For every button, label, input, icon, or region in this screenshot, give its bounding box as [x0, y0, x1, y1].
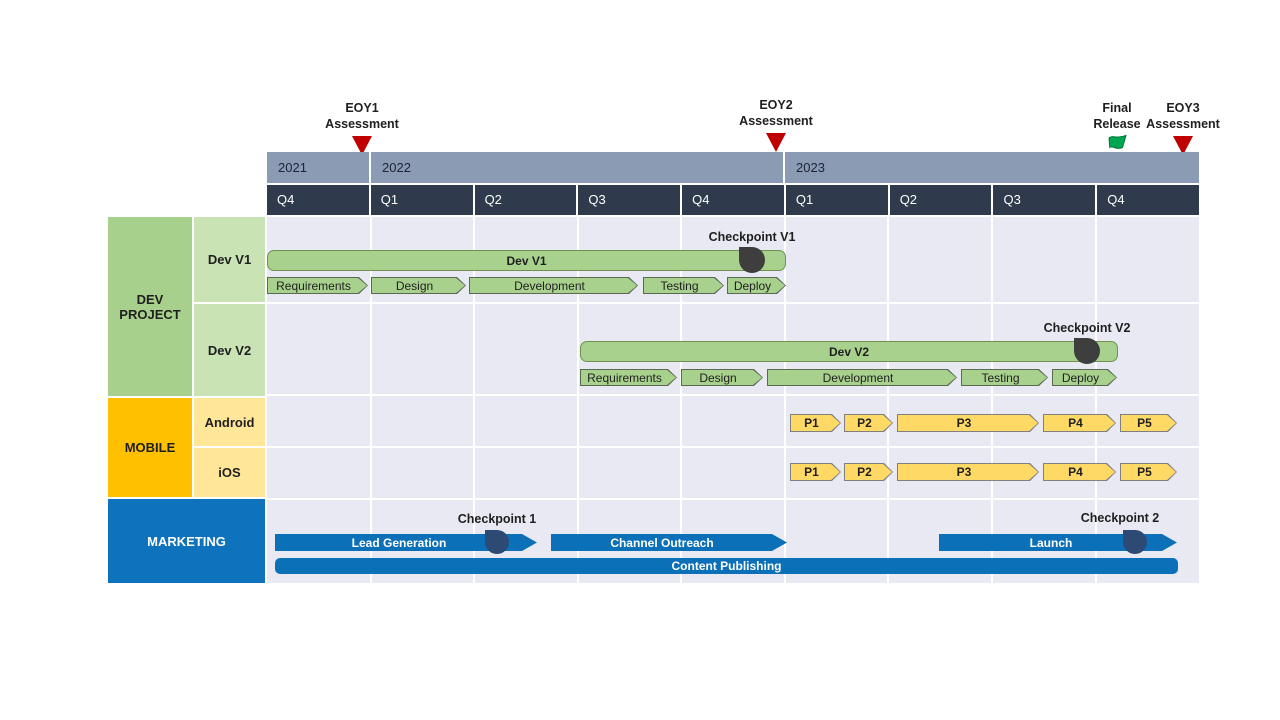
milestone-triangle-icon — [1173, 136, 1193, 155]
ios-phase-p5[interactable]: P5 — [1120, 463, 1177, 481]
gridline — [267, 394, 1199, 396]
gridline — [267, 498, 1199, 500]
android-phase-p1[interactable]: P1 — [790, 414, 841, 432]
gridline — [267, 302, 1199, 304]
swimlane-row-android: Android — [194, 398, 265, 446]
milestone-eoy3[interactable]: EOY3 Assessment — [1108, 100, 1258, 155]
swimlane-row-ios: iOS — [194, 448, 265, 497]
task-deploy[interactable]: Deploy — [1052, 369, 1117, 386]
swimlane-row-dev-v1: Dev V1 — [194, 217, 265, 302]
ios-phase-p2[interactable]: P2 — [844, 463, 893, 481]
quarter-cell: Q4 — [682, 185, 786, 215]
milestone-eoy2[interactable]: EOY2 Assessment — [701, 97, 851, 152]
swimlane-marketing: MARKETING — [108, 499, 265, 583]
gridline — [680, 217, 682, 583]
checkpoint-2-marker[interactable] — [1123, 530, 1147, 554]
quarter-cell: Q3 — [578, 185, 683, 215]
quarter-cell: Q2 — [889, 185, 994, 215]
year-band: 2021 2022 2023 — [267, 152, 1199, 183]
checkpoint-v2-label: Checkpoint V2 — [1043, 321, 1131, 335]
year-2023: 2023 — [785, 152, 1199, 183]
quarter-cell: Q3 — [993, 185, 1098, 215]
milestone-triangle-icon — [766, 133, 786, 152]
checkpoint-1-label: Checkpoint 1 — [457, 512, 537, 526]
android-phase-p5[interactable]: P5 — [1120, 414, 1177, 432]
milestone-eoy3-label: EOY3 Assessment — [1146, 101, 1220, 131]
ios-phase-p1[interactable]: P1 — [790, 463, 841, 481]
android-phase-p3[interactable]: P3 — [897, 414, 1039, 432]
gridline — [887, 217, 889, 583]
task-requirements[interactable]: Requirements — [580, 369, 677, 386]
milestone-final-release[interactable]: Final Release — [1042, 100, 1192, 157]
gridline — [267, 446, 1199, 448]
quarter-cell: Q1 — [785, 185, 890, 215]
gridline — [577, 217, 579, 583]
quarter-cell: Q1 — [370, 185, 475, 215]
quarter-cell: Q4 — [1097, 185, 1200, 215]
year-2021: 2021 — [267, 152, 371, 183]
android-phase-p4[interactable]: P4 — [1043, 414, 1116, 432]
content-publishing-bar[interactable]: Content Publishing — [275, 558, 1178, 574]
checkpoint-1-marker[interactable] — [485, 530, 509, 554]
android-phase-p2[interactable]: P2 — [844, 414, 893, 432]
swimlane-dev-project: DEV PROJECT — [108, 217, 192, 396]
task-requirements[interactable]: Requirements — [267, 277, 368, 294]
swimlane-mobile: MOBILE — [108, 398, 192, 497]
gridline — [473, 217, 475, 583]
milestone-triangle-icon — [352, 136, 372, 155]
ios-phase-p3[interactable]: P3 — [897, 463, 1039, 481]
milestone-final-release-label: Final Release — [1093, 101, 1141, 131]
milestone-eoy1[interactable]: EOY1 Assessment — [287, 100, 437, 155]
lead-generation-bar[interactable]: Lead Generation — [275, 534, 537, 551]
task-design[interactable]: Design — [371, 277, 466, 294]
checkpoint-v1-label: Checkpoint V1 — [708, 230, 796, 244]
year-2022: 2022 — [371, 152, 785, 183]
milestone-eoy2-label: EOY2 Assessment — [739, 98, 813, 128]
launch-bar[interactable]: Launch — [939, 534, 1177, 551]
channel-outreach-bar[interactable]: Channel Outreach — [551, 534, 787, 551]
task-testing[interactable]: Testing — [961, 369, 1048, 386]
checkpoint-v1-marker[interactable] — [739, 247, 765, 273]
gridline — [784, 217, 786, 583]
milestone-eoy1-label: EOY1 Assessment — [325, 101, 399, 131]
ios-phase-p4[interactable]: P4 — [1043, 463, 1116, 481]
task-design[interactable]: Design — [681, 369, 763, 386]
flag-icon — [1042, 133, 1192, 157]
dev-v2-bar-label: Dev V2 — [828, 344, 870, 359]
checkpoint-2-label: Checkpoint 2 — [1080, 511, 1160, 525]
gridline — [370, 217, 372, 583]
checkpoint-v2-marker[interactable] — [1074, 338, 1100, 364]
gridline — [991, 217, 993, 583]
quarter-cell: Q2 — [474, 185, 579, 215]
quarter-band: Q4 Q1 Q2 Q3 Q4 Q1 Q2 Q3 Q4 — [267, 185, 1200, 215]
task-development[interactable]: Development — [767, 369, 957, 386]
dev-v1-bar[interactable]: Dev V1 — [267, 250, 786, 271]
quarter-cell: Q4 — [267, 185, 371, 215]
gridline — [1095, 217, 1097, 583]
gantt-chart-area: Checkpoint V1 Dev V1 Requirements Design… — [267, 217, 1199, 583]
task-testing[interactable]: Testing — [643, 277, 724, 294]
swimlane-row-dev-v2: Dev V2 — [194, 304, 265, 396]
task-development[interactable]: Development — [469, 277, 638, 294]
dev-v1-bar-label: Dev V1 — [506, 253, 547, 268]
dev-v2-bar[interactable]: Dev V2 — [580, 341, 1118, 362]
task-deploy[interactable]: Deploy — [727, 277, 786, 294]
